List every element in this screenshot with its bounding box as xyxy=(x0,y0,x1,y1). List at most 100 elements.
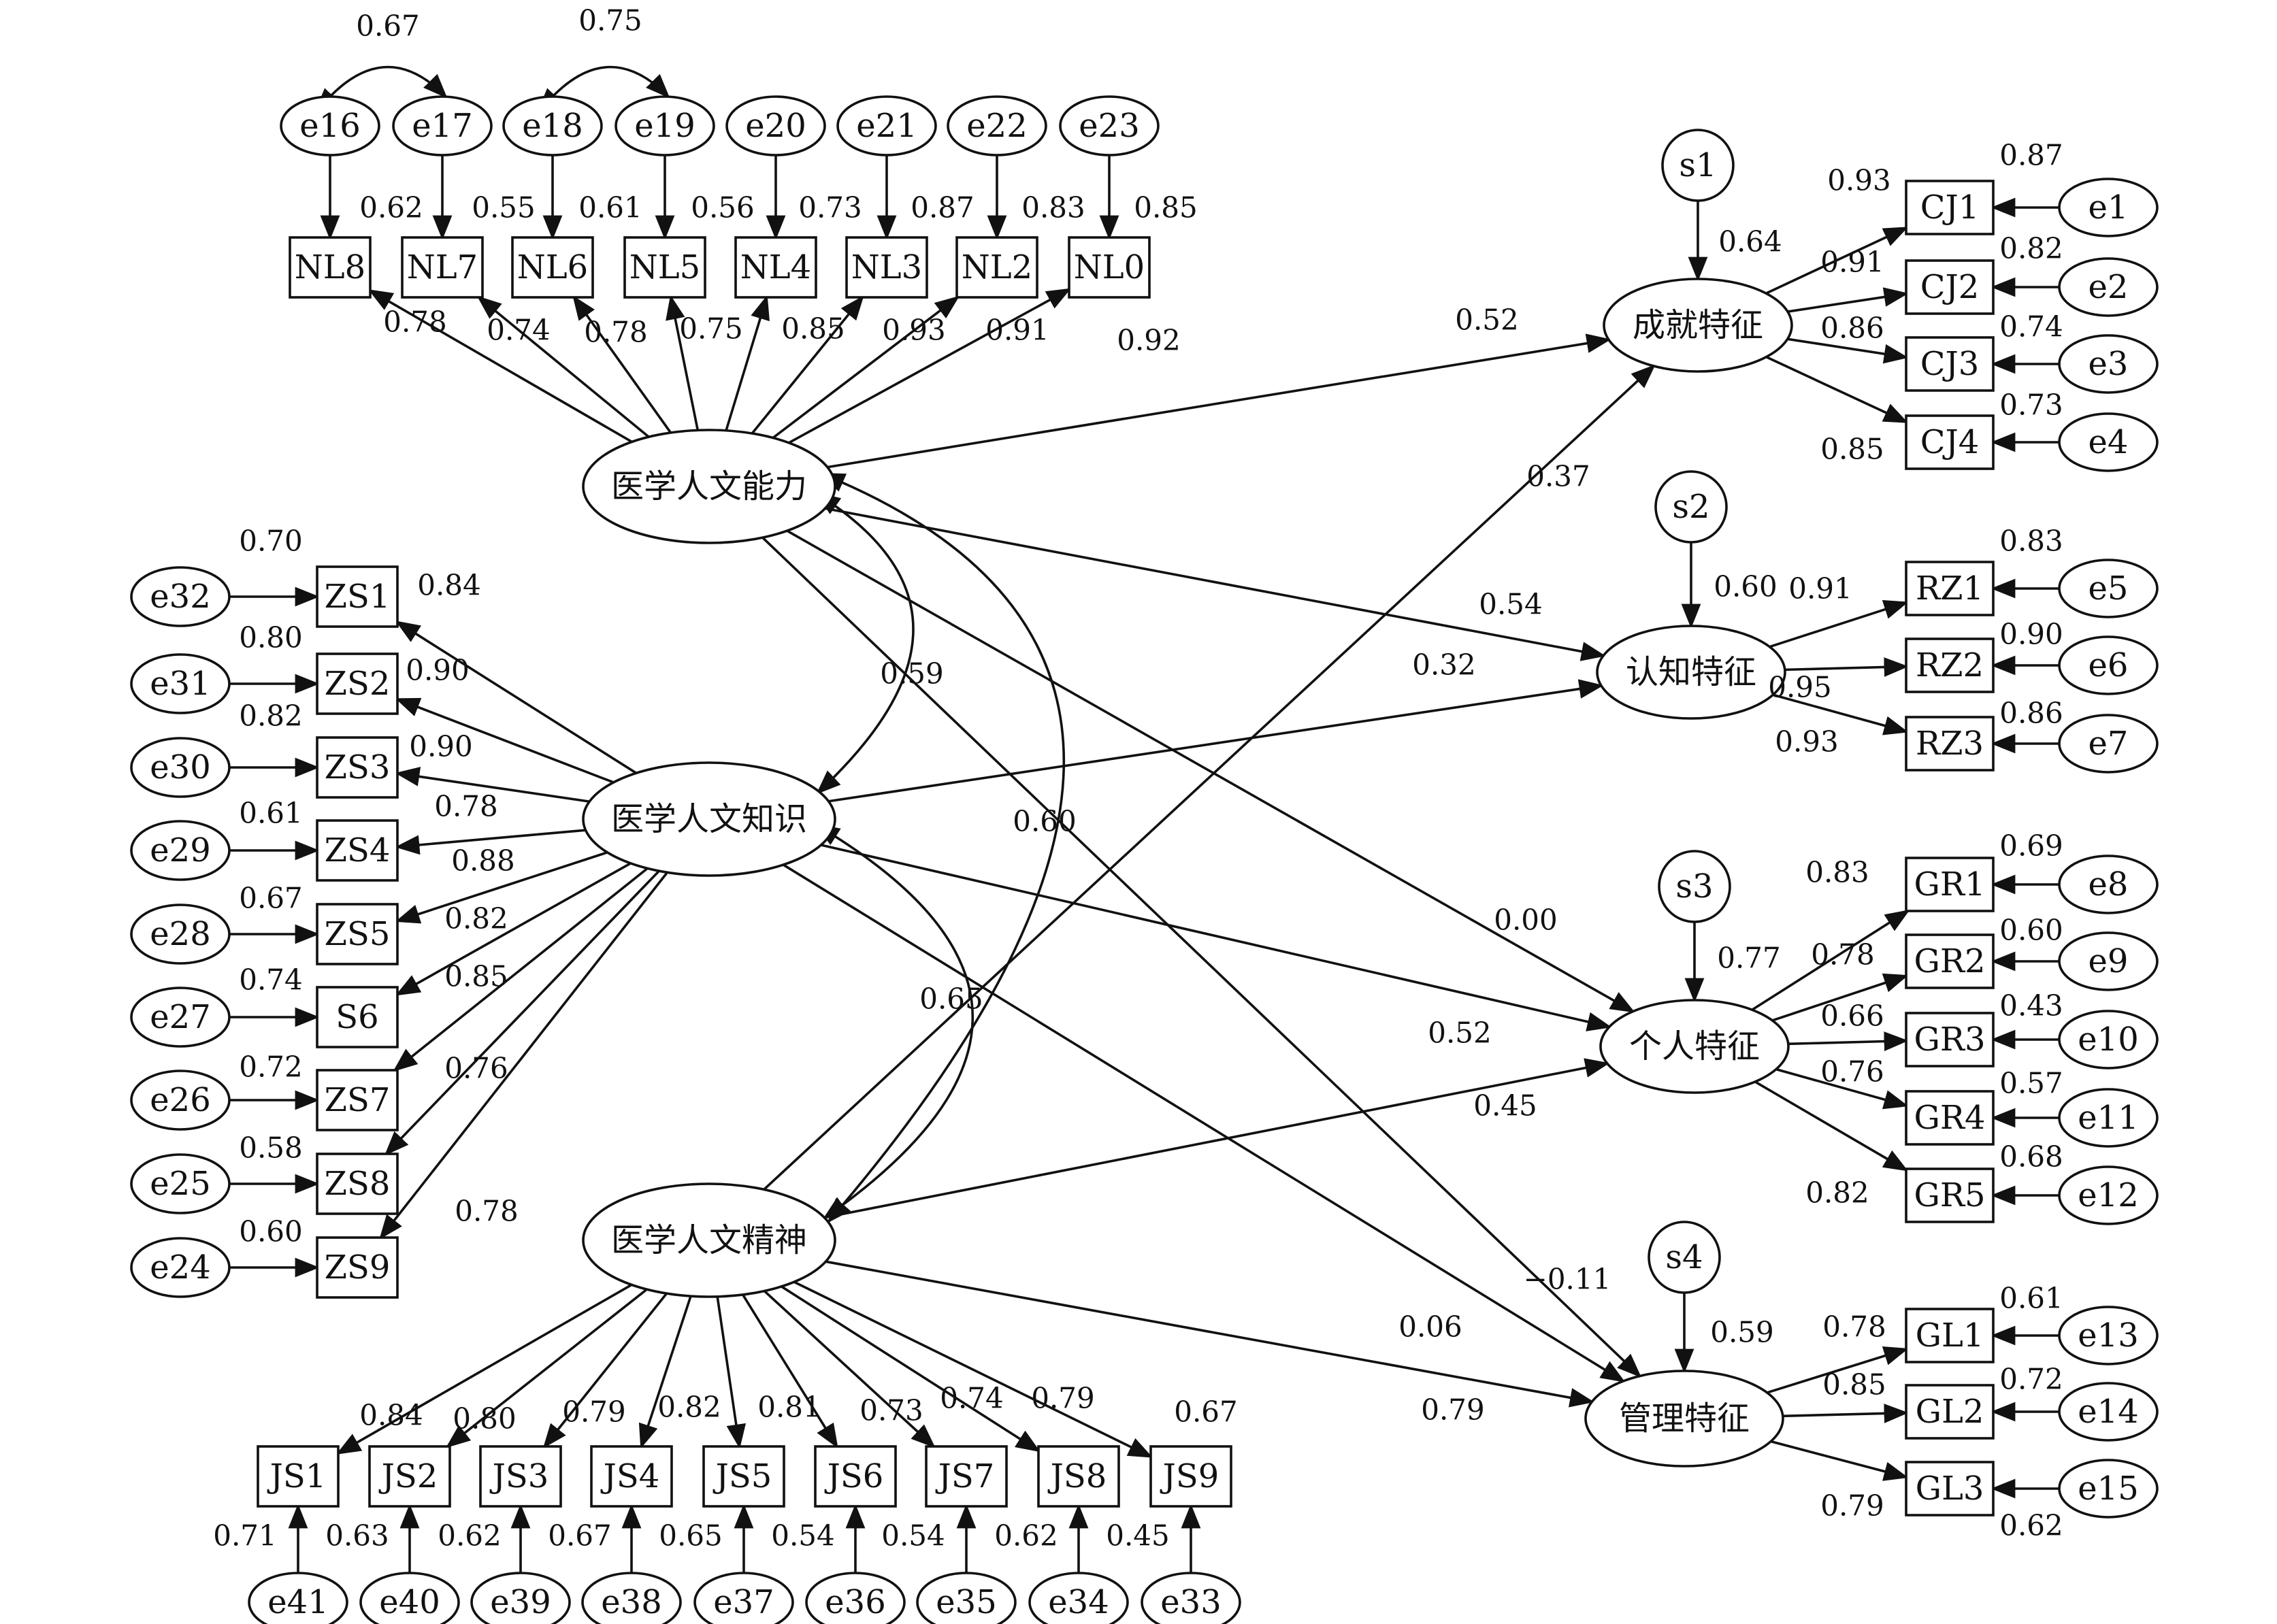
indicator-label-zs2: ZS3 xyxy=(325,748,391,786)
loading-arrow-nl-5 xyxy=(751,295,864,435)
loading-label-cj-3: 0.85 xyxy=(1820,433,1884,466)
error-label-erz0: e5 xyxy=(2088,569,2129,608)
loading-label-gr-0: 0.83 xyxy=(1805,856,1869,889)
error-label-egr2: e10 xyxy=(2078,1021,2138,1059)
latent-ellipse-abl xyxy=(582,429,836,544)
loading-label-zs-1: 0.90 xyxy=(406,654,470,687)
indicator-box-js4 xyxy=(702,1445,785,1508)
error-ellipse-ecj3 xyxy=(2058,412,2159,472)
indicator-label-rz0: RZ1 xyxy=(1916,569,1984,608)
indicator-label-js8: JS9 xyxy=(1160,1457,1219,1495)
r2-label-js-5: 0.54 xyxy=(771,1519,835,1553)
error-ellipse-egl2 xyxy=(2058,1459,2159,1519)
r2-label-zs-3: 0.61 xyxy=(239,797,303,830)
indicator-label-nl7: NL0 xyxy=(1074,248,1145,286)
r2-label-gr-3: 0.57 xyxy=(1999,1067,2063,1100)
error-ellipse-ez5 xyxy=(130,987,231,1048)
indicator-label-nl5: NL3 xyxy=(851,248,922,286)
loading-label-zs-5: 0.82 xyxy=(444,902,508,935)
error-label-ez7: e25 xyxy=(150,1165,210,1203)
loading-arrow-rz-0 xyxy=(1769,599,1909,648)
error-label-egl1: e14 xyxy=(2078,1393,2138,1431)
loading-label-nl-0: 0.78 xyxy=(383,305,447,339)
loading-arrow-nl-4 xyxy=(725,295,770,431)
error-label-ej1: e40 xyxy=(379,1583,440,1621)
indicator-box-zs5 xyxy=(316,986,399,1048)
indicator-box-nl6 xyxy=(955,236,1038,299)
error-ellipse-ez4 xyxy=(130,904,231,965)
indicator-box-gr3 xyxy=(1905,1090,1995,1146)
loading-arrow-zs-8 xyxy=(379,872,668,1240)
error-label-en7: e23 xyxy=(1079,107,1139,145)
indicator-box-gr1 xyxy=(1905,933,1995,989)
error-label-ez3: e29 xyxy=(150,831,210,869)
loading-label-gr-4: 0.82 xyxy=(1805,1176,1869,1210)
loading-arrow-js-6 xyxy=(764,1290,936,1448)
indicator-label-cj0: CJ1 xyxy=(1920,188,1980,227)
indicator-label-js7: JS8 xyxy=(1047,1457,1107,1495)
disturbance-label-s4: s4 xyxy=(1665,1238,1703,1276)
indicator-box-js8 xyxy=(1149,1445,1232,1508)
error-label-ez2: e30 xyxy=(150,748,210,786)
disturbance-circle-s2 xyxy=(1654,470,1728,544)
indicator-box-gr0 xyxy=(1905,857,1995,912)
indicator-box-js3 xyxy=(590,1445,673,1508)
indicator-label-cj3: CJ4 xyxy=(1920,423,1980,461)
loading-arrow-js-2 xyxy=(542,1293,668,1448)
r2-label-js-0: 0.71 xyxy=(213,1519,277,1553)
indicator-box-gl2 xyxy=(1905,1461,1995,1517)
loading-label-cj-1: 0.91 xyxy=(1820,246,1884,279)
shape-layer xyxy=(130,95,2159,1624)
loading-arrow-gr-3 xyxy=(1775,1067,1909,1110)
path-label-ability-cognitive: 0.54 xyxy=(1479,588,1543,621)
latent-ellipse-mgt xyxy=(1584,1370,1784,1468)
latent-label-spr: 医学人文精神 xyxy=(611,1221,807,1259)
r2-label-rz-1: 0.90 xyxy=(1999,618,2063,651)
error-label-ecj2: e3 xyxy=(2088,345,2129,383)
latent-ellipse-knw xyxy=(582,761,836,877)
loading-arrow-js-7 xyxy=(781,1285,1041,1453)
error-ellipse-en1 xyxy=(392,95,493,156)
error-label-ecj1: e2 xyxy=(2088,268,2129,306)
error-label-ecj0: e1 xyxy=(2088,188,2129,227)
error-ellipse-egl0 xyxy=(2058,1306,2159,1365)
loading-label-zs-4: 0.88 xyxy=(451,844,515,878)
indicator-label-nl3: NL5 xyxy=(629,248,700,286)
r2-label-zs-5: 0.74 xyxy=(239,963,303,997)
error-ellipse-ecj2 xyxy=(2058,334,2159,394)
error-ellipse-ez0 xyxy=(130,566,231,627)
indicator-label-gr0: GR1 xyxy=(1914,865,1985,904)
loading-arrow-gl-0 xyxy=(1767,1346,1909,1394)
loading-label-gr-1: 0.78 xyxy=(1811,938,1875,972)
indicator-box-nl2 xyxy=(511,236,594,299)
loading-label-zs-3: 0.78 xyxy=(434,790,498,823)
loading-arrow-zs-5 xyxy=(395,862,632,996)
indicator-label-gr1: GR2 xyxy=(1914,942,1985,980)
loading-label-nl-5: 0.93 xyxy=(882,314,946,347)
error-covariance-e18-e19 xyxy=(537,65,670,113)
error-ellipse-egr0 xyxy=(2058,855,2159,914)
error-label-ej4: e37 xyxy=(713,1583,774,1621)
error-label-egr4: e12 xyxy=(2078,1176,2138,1214)
latent-ellipse-cog xyxy=(1596,625,1786,720)
loading-label-nl-1: 0.74 xyxy=(487,314,551,347)
r2-label-nl-6: 0.83 xyxy=(1021,191,1085,225)
error-label-ez8: e24 xyxy=(150,1248,210,1287)
error-label-ej5: e36 xyxy=(825,1583,885,1621)
loading-label-js-5: 0.73 xyxy=(859,1394,923,1427)
indicator-box-js2 xyxy=(479,1445,562,1508)
indicator-label-zs7: ZS8 xyxy=(325,1165,391,1203)
label-layer: 医学人文能力医学人文知识医学人文精神成就特征认知特征个人特征管理特征s1s2s3… xyxy=(150,4,2138,1622)
latent-label-knw: 医学人文知识 xyxy=(611,800,807,838)
r2-label-gr-0: 0.69 xyxy=(1999,829,2063,863)
error-ellipse-ecj1 xyxy=(2058,257,2159,317)
indicator-box-gr4 xyxy=(1905,1167,1995,1223)
indicator-label-gl1: GL2 xyxy=(1916,1393,1984,1431)
indicator-box-nl5 xyxy=(845,236,928,299)
loading-label-gl-2: 0.79 xyxy=(1820,1489,1884,1523)
loading-label-zs-0: 0.84 xyxy=(417,569,481,602)
error-label-en3: e19 xyxy=(634,107,695,145)
loading-arrow-zs-6 xyxy=(393,867,649,1072)
error-label-ecj3: e4 xyxy=(2088,423,2129,461)
